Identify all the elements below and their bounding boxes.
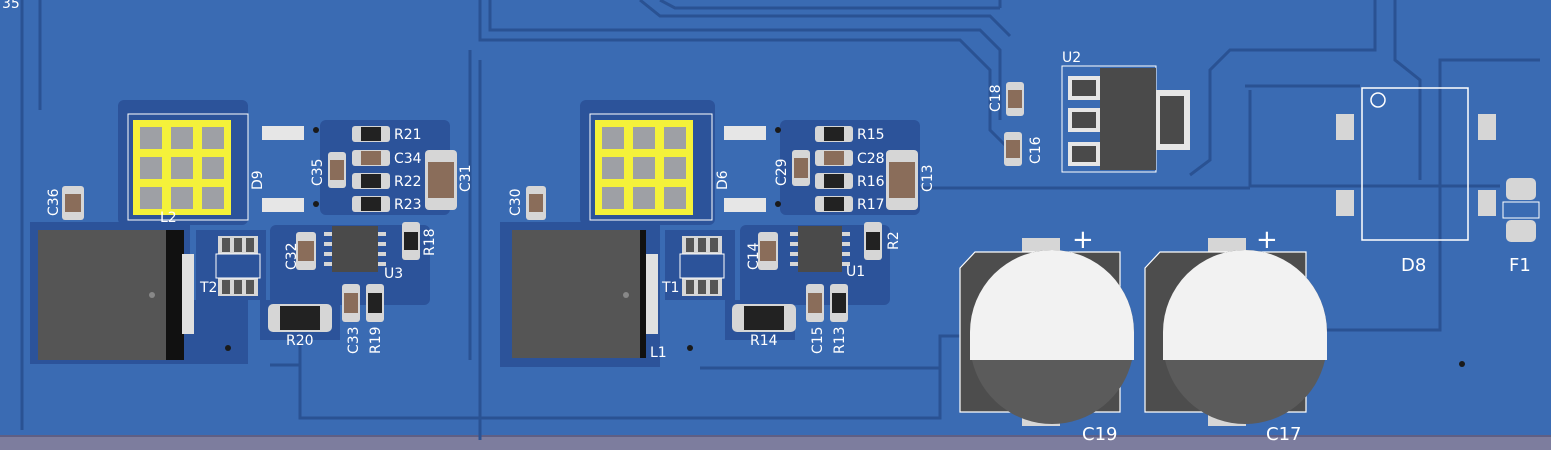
ic-u3: U3: [324, 226, 403, 282]
board-edge-cut: [0, 436, 1551, 450]
resistor-r13: R13: [830, 284, 848, 354]
label-c16: C16: [1028, 136, 1044, 164]
resistor-r21: R21: [352, 126, 422, 143]
transistor-t1: T1: [661, 236, 725, 296]
label-c36: C36: [46, 188, 62, 216]
label-t2: T2: [199, 280, 217, 296]
label-d9: D9: [250, 170, 266, 190]
label-c35: C35: [310, 158, 326, 186]
label-c32: C32: [284, 242, 300, 270]
transistor-t2: T2: [199, 236, 261, 296]
label-r15: R15: [857, 127, 885, 143]
vias: [225, 127, 1465, 367]
cap-c35: C35: [310, 152, 346, 188]
label-c30: C30: [508, 188, 524, 216]
resistor-r20: R20: [268, 304, 332, 349]
label-l1: L1: [650, 345, 667, 361]
label-u1: U1: [846, 264, 865, 280]
label-u3: U3: [384, 266, 403, 282]
resistor-r18: R18: [402, 222, 438, 260]
cap-c29: C29: [774, 150, 810, 186]
label-r23: R23: [394, 197, 422, 213]
plus-c17: +: [1256, 225, 1278, 255]
label-c29: C29: [774, 158, 790, 186]
label-r20: R20: [286, 333, 314, 349]
cap-c30: C30: [508, 186, 546, 220]
cap-c36: C36: [46, 186, 84, 220]
label-l2: L2: [160, 210, 177, 226]
label-c31: C31: [458, 164, 474, 192]
label-d6: D6: [715, 170, 731, 190]
label-f1: F1: [1509, 255, 1531, 276]
label-r18: R18: [422, 228, 438, 256]
label-r22: R22: [394, 174, 422, 190]
inductor-l2: L2: [38, 210, 194, 360]
label-c19: C19: [1082, 424, 1117, 445]
label-t1: T1: [661, 280, 679, 296]
inductor-l1: L1: [512, 230, 667, 361]
label-r19: R19: [368, 326, 384, 354]
top-left-fragment: 35: [2, 0, 20, 12]
cap-c32: C32: [284, 232, 316, 270]
cap-c18: C18: [988, 82, 1024, 116]
cap-c34: C34: [352, 150, 422, 167]
regulator-u2: U2: [1061, 50, 1190, 173]
ic-u1: U1: [790, 226, 865, 280]
cap-c28: C28: [815, 150, 885, 167]
resistor-r14: R14: [732, 304, 796, 349]
label-c34: C34: [394, 151, 422, 167]
label-c18: C18: [988, 84, 1004, 112]
label-c14: C14: [746, 242, 762, 270]
cap-c15: C15: [806, 284, 826, 354]
cap-c33: C33: [342, 284, 362, 354]
cap-c13: C13: [886, 150, 936, 210]
label-r21: R21: [394, 127, 422, 143]
label-r2: R2: [886, 231, 902, 250]
cap-c16: C16: [1004, 132, 1044, 166]
plus-c19: +: [1072, 225, 1094, 255]
cap-c14: C14: [746, 232, 778, 270]
label-d8: D8: [1401, 255, 1426, 276]
cap-c19: + C19: [959, 225, 1134, 445]
label-c15: C15: [810, 326, 826, 354]
cap-c31: C31: [425, 150, 474, 210]
label-c17: C17: [1266, 424, 1301, 445]
label-c28: C28: [857, 151, 885, 167]
label-c13: C13: [920, 164, 936, 192]
resistor-r22: R22: [352, 173, 422, 190]
traces: [20, 0, 1540, 440]
cap-c17: + C17: [1144, 225, 1327, 445]
diode-d8: D8: [1336, 87, 1496, 276]
resistor-r17: R17: [815, 196, 885, 213]
label-u2: U2: [1062, 50, 1081, 66]
resistor-r15: R15: [815, 126, 885, 143]
label-r13: R13: [832, 326, 848, 354]
led-d6: D6: [589, 113, 766, 221]
label-c33: C33: [346, 326, 362, 354]
resistor-r19: R19: [366, 284, 384, 354]
resistor-r23: R23: [352, 196, 422, 213]
label-r14: R14: [750, 333, 778, 349]
fuse-f1: F1: [1502, 178, 1540, 276]
resistor-r2: R2: [864, 222, 902, 260]
label-r16: R16: [857, 174, 885, 190]
label-r17: R17: [857, 197, 885, 213]
led-d9: D9: [127, 113, 304, 221]
resistor-r16: R16: [815, 173, 885, 190]
